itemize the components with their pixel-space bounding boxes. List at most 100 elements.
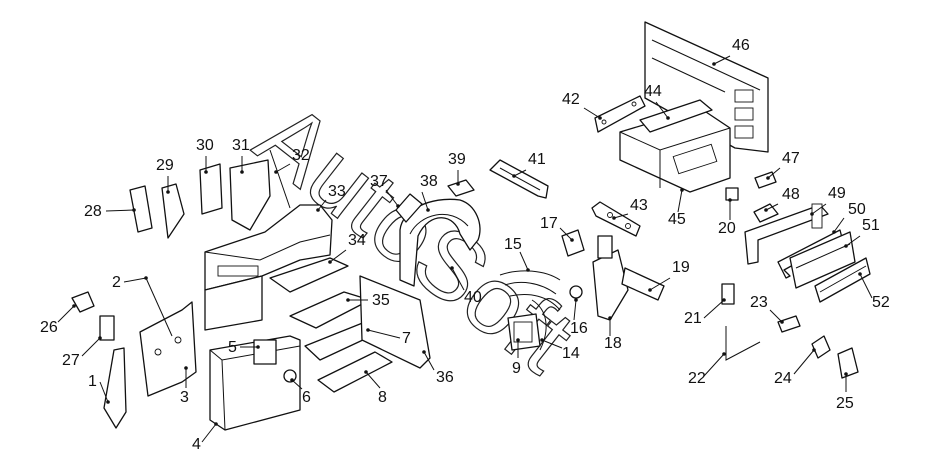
- callout-dot-40: [450, 266, 454, 270]
- callout-label-18: 18: [604, 335, 622, 352]
- part-15-cable-assembly: [499, 270, 583, 311]
- callout-leader-37: [385, 189, 399, 207]
- part-49-rail: [744, 203, 829, 265]
- callout-dot-7: [366, 328, 370, 332]
- callout-dot-23: [780, 320, 784, 324]
- callout-label-3: 3: [180, 389, 189, 406]
- callout-leader-2: [123, 277, 147, 283]
- callout-label-23: 23: [750, 294, 768, 311]
- callout-dot-15: [526, 268, 530, 272]
- callout-dot-46: [712, 62, 716, 66]
- part-14-hook: [531, 299, 547, 351]
- callout-dot-38: [426, 208, 430, 212]
- part-23-clip: [777, 315, 801, 333]
- callout-dot-14: [540, 338, 544, 342]
- callout-label-5: 5: [228, 339, 237, 356]
- part-51-panel: [789, 231, 856, 289]
- callout-label-43: 43: [630, 197, 648, 214]
- callout-label-4: 4: [192, 436, 201, 453]
- part-24-bracket: [811, 335, 831, 359]
- callout-label-38: 38: [420, 173, 438, 190]
- callout-label-25: 25: [836, 395, 854, 412]
- callout-dot-35: [346, 298, 350, 302]
- callout-leader-1: [99, 381, 109, 403]
- callout-leader-38: [421, 191, 429, 211]
- callout-leader-45: [677, 189, 683, 213]
- callout-label-9: 9: [512, 360, 521, 377]
- callout-label-46: 46: [732, 37, 750, 54]
- callout-label-6: 6: [302, 389, 311, 406]
- callout-leader-4: [201, 423, 217, 443]
- callout-label-8: 8: [378, 389, 387, 406]
- callout-label-40: 40: [464, 289, 482, 306]
- callout-label-29: 29: [156, 157, 174, 174]
- callout-leader-8: [365, 371, 381, 389]
- part-46-rear-panel: [644, 21, 769, 153]
- part-9-lamp: [507, 313, 541, 351]
- callout-leader-17: [559, 227, 573, 241]
- callout-dot-51: [844, 244, 848, 248]
- callout-dot-25: [844, 372, 848, 376]
- callout-leader-51: [845, 235, 861, 247]
- callout-leader-7: [367, 329, 401, 339]
- callout-label-35: 35: [372, 292, 390, 309]
- callout-dot-31: [240, 170, 244, 174]
- callout-dot-29: [166, 190, 170, 194]
- callout-leader-52: [859, 273, 873, 299]
- callout-label-27: 27: [62, 352, 80, 369]
- callout-dot-39: [456, 182, 460, 186]
- callout-label-42: 42: [562, 91, 580, 108]
- callout-dot-3: [184, 366, 188, 370]
- callout-dot-2: [144, 276, 148, 280]
- callout-label-22: 22: [688, 370, 706, 387]
- callout-label-7: 7: [402, 330, 411, 347]
- callout-leader-21: [703, 299, 725, 319]
- part-52-panel: [814, 257, 871, 303]
- callout-leader-46: [713, 55, 731, 65]
- callout-leader-44: [655, 101, 669, 119]
- callout-leader-33: [317, 199, 327, 211]
- callout-dot-26: [72, 304, 76, 308]
- callout-dot-19: [648, 288, 652, 292]
- callout-label-20: 20: [718, 220, 736, 237]
- callout-label-44: 44: [644, 83, 662, 100]
- callout-leader-28: [105, 209, 135, 212]
- callout-label-49: 49: [828, 185, 846, 202]
- callout-label-39: 39: [448, 151, 466, 168]
- part-20-plug: [725, 187, 739, 201]
- callout-label-48: 48: [782, 186, 800, 203]
- callout-leader-27: [81, 337, 101, 357]
- callout-leader-26: [57, 305, 75, 323]
- callout-dot-33: [316, 208, 320, 212]
- callout-dot-52: [858, 272, 862, 276]
- callout-label-50: 50: [848, 201, 866, 218]
- callout-dot-34: [328, 260, 332, 264]
- callout-leader-50: [833, 217, 845, 233]
- callout-dot-44: [666, 116, 670, 120]
- callout-label-51: 51: [862, 217, 880, 234]
- callout-label-1: 1: [88, 373, 97, 390]
- callout-dot-6: [290, 378, 294, 382]
- callout-label-28: 28: [84, 203, 102, 220]
- callout-dot-50: [832, 230, 836, 234]
- callout-label-15: 15: [504, 236, 522, 253]
- part-41-rail: [489, 159, 549, 199]
- part-43-bracket: [591, 201, 641, 237]
- callout-leader-43: [613, 213, 629, 219]
- callout-leader-36: [423, 351, 435, 371]
- callout-dot-4: [214, 422, 218, 426]
- part-35-step-plate: [289, 291, 371, 329]
- callout-dot-36: [422, 350, 426, 354]
- callout-dot-30: [204, 170, 208, 174]
- part-45-storage-box: [619, 99, 731, 193]
- callout-leader-40: [451, 267, 465, 291]
- callout-dot-49: [810, 212, 814, 216]
- callout-label-26: 26: [40, 319, 58, 336]
- callout-leader-6: [291, 379, 303, 390]
- callout-label-2: 2: [112, 274, 121, 291]
- callout-leader-14: [541, 339, 563, 349]
- callout-label-24: 24: [774, 370, 792, 387]
- callout-leader-22: [703, 353, 725, 377]
- callout-dot-5: [256, 345, 260, 349]
- callout-leader-19: [649, 277, 671, 291]
